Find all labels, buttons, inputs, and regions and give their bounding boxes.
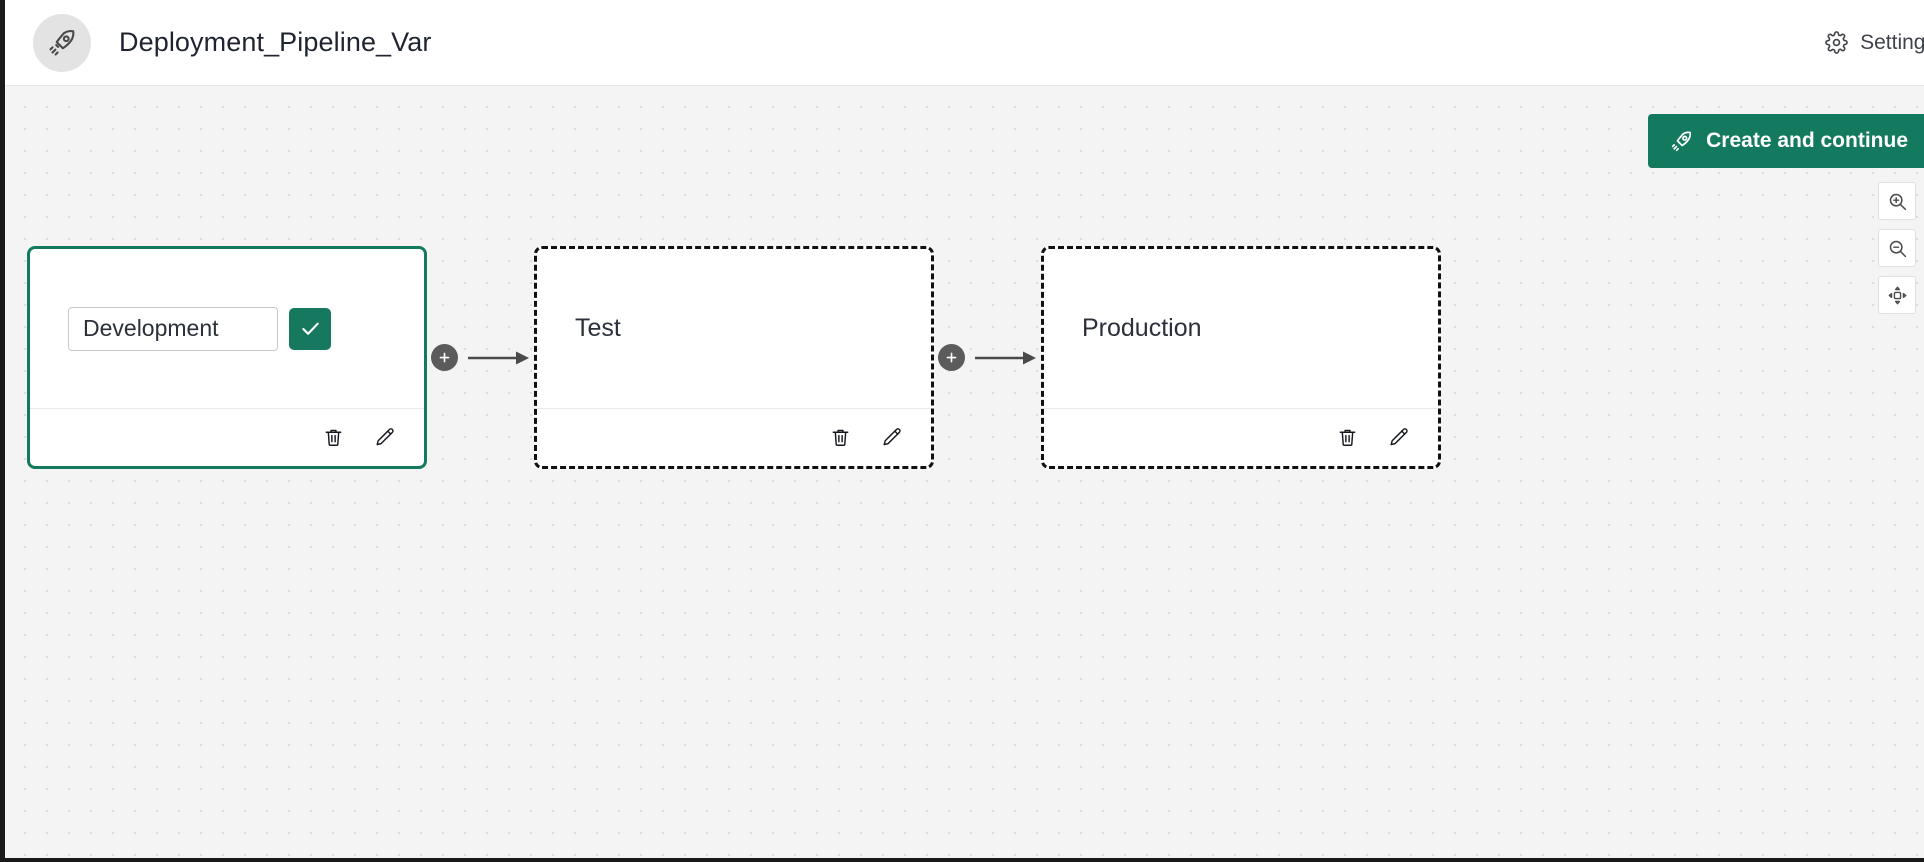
settings-label: Settings <box>1860 30 1924 54</box>
fit-to-screen-button[interactable] <box>1878 276 1916 314</box>
zoom-in-button[interactable] <box>1878 182 1916 220</box>
node-body <box>30 249 424 408</box>
delete-node-button[interactable] <box>1336 426 1359 449</box>
arrow-right-icon <box>468 351 529 364</box>
create-and-continue-label: Create and continue <box>1706 129 1908 152</box>
check-icon <box>299 317 322 340</box>
zoom-out-icon <box>1887 238 1908 259</box>
edit-node-button[interactable] <box>1387 426 1410 449</box>
fit-to-screen-icon <box>1887 285 1908 306</box>
node-body: Test <box>537 249 931 408</box>
add-node-button[interactable] <box>431 344 458 371</box>
pencil-icon <box>373 426 396 449</box>
pipeline-node-production[interactable]: Production <box>1041 246 1441 469</box>
pipeline-connector-2 <box>934 344 1041 371</box>
pipeline-canvas[interactable]: Create and continue <box>5 86 1924 858</box>
node-label: Test <box>575 314 621 342</box>
trash-icon <box>1336 426 1359 449</box>
node-name-edit-row <box>68 306 331 351</box>
node-footer <box>30 408 424 466</box>
plus-icon <box>944 350 959 365</box>
settings-button[interactable]: Settings <box>1825 31 1924 55</box>
stage-name-input[interactable] <box>68 306 278 351</box>
edit-node-button[interactable] <box>880 426 903 449</box>
rocket-icon <box>1670 130 1693 153</box>
page-title: Deployment_Pipeline_Var <box>119 27 432 57</box>
plus-icon <box>437 350 452 365</box>
pipeline-flow: Test <box>27 246 1441 469</box>
gear-icon <box>1825 31 1848 54</box>
rocket-icon <box>33 13 91 72</box>
create-and-continue-button[interactable]: Create and continue <box>1648 114 1924 168</box>
pencil-icon <box>880 426 903 449</box>
zoom-out-button[interactable] <box>1878 229 1916 267</box>
pipeline-node-test[interactable]: Test <box>534 246 934 469</box>
delete-node-button[interactable] <box>322 426 345 449</box>
node-label: Production <box>1082 314 1202 342</box>
app-header: Deployment_Pipeline_Var Settings <box>5 0 1924 86</box>
trash-icon <box>322 426 345 449</box>
arrow-right-icon <box>975 351 1036 364</box>
add-node-button[interactable] <box>938 344 965 371</box>
pencil-icon <box>1387 426 1410 449</box>
node-footer <box>537 408 931 466</box>
pipeline-node-development[interactable] <box>27 246 427 469</box>
zoom-in-icon <box>1887 191 1908 212</box>
trash-icon <box>829 426 852 449</box>
confirm-stage-name-button[interactable] <box>289 307 331 350</box>
node-footer <box>1044 408 1438 466</box>
zoom-controls <box>1878 182 1916 314</box>
node-body: Production <box>1044 249 1438 408</box>
edit-node-button[interactable] <box>373 426 396 449</box>
pipeline-connector-1 <box>427 344 534 371</box>
delete-node-button[interactable] <box>829 426 852 449</box>
